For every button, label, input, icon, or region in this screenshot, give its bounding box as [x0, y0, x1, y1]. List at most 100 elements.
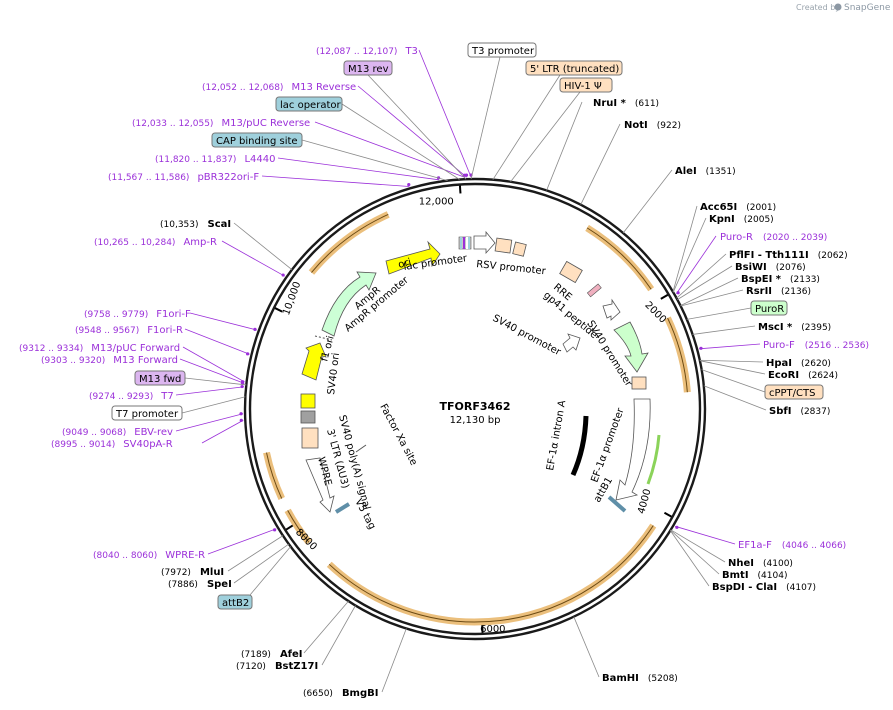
label-leader: [672, 205, 698, 292]
rsv-promoter-arrow: [473, 230, 496, 255]
feature-label-sv40-ori: SV40 ori: [326, 352, 342, 395]
enzyme-bsiwi: BsiWI(2076): [735, 262, 806, 273]
inner-feature-labels: ori lac promoter RSV promoter AmpR AmpR …: [315, 253, 634, 531]
label-leader: [179, 358, 245, 384]
orf-band-core: [311, 214, 389, 273]
primer-site-mark: [407, 182, 411, 187]
primer-puro-f: Puro-F(2516 .. 2536): [763, 340, 869, 351]
box-cap-site-text: CAP binding site: [216, 136, 298, 147]
primer-site-mark: [240, 381, 245, 385]
inner-feature-shapes: [300, 230, 661, 514]
enzyme-noti: NotI(922): [624, 120, 681, 131]
credit-prefix: Created by: [796, 3, 840, 12]
label-leader: [510, 91, 581, 183]
label-leader: [261, 175, 410, 187]
label-leader: [670, 529, 726, 563]
rre-block: [559, 260, 583, 284]
label-leader: [492, 74, 561, 180]
primer-ef1a-f: EF1a-F(4046 .. 4066): [738, 540, 846, 551]
primer-pbr322ori-f: (11,567 .. 11,586)pBR322ori-F: [108, 172, 259, 183]
label-leader: [367, 74, 467, 180]
primer-site-mark: [245, 352, 250, 356]
cppt-block: [631, 376, 647, 390]
primer-ebv-rev: (9049 .. 9068)EBV-rev: [62, 427, 173, 438]
primer-site-mark: [239, 412, 243, 416]
label-leader: [418, 49, 472, 178]
enzyme-nhei: NheI(4100): [728, 558, 793, 569]
box-t3-promoter-text: T3 promoter: [471, 46, 535, 57]
sv40-promoter-arrow-inner: [562, 333, 581, 353]
scale-ticks: [274, 185, 672, 633]
primer-amp-r: (10,265 .. 10,284)Amp-R: [94, 237, 217, 248]
box-attb2-text: attB2: [222, 598, 249, 609]
label-leader: [341, 103, 460, 180]
label-leader: [670, 529, 720, 575]
sv40-ori-block: [300, 393, 316, 409]
scale-tick-label: 12,000: [419, 196, 454, 207]
enzyme-clai: BspDI - ClaI(4107): [712, 582, 816, 593]
label-leader: [672, 217, 707, 293]
scale-tick-label: 8000: [293, 527, 319, 553]
ori-arrow: [385, 240, 441, 275]
enzyme-mlui: (7972)MluI: [161, 567, 224, 578]
feature-label-v5: V5 tag: [352, 497, 377, 531]
primer-labels: (12,087 .. 12,107)T3 (12,052 .. 12,068)M…: [19, 46, 869, 561]
factor-xa-mark: [355, 444, 367, 453]
enzyme-bstz17i: (7120)BstZ17I: [236, 661, 318, 672]
puror-arrow: [613, 321, 649, 373]
label-leader: [233, 222, 293, 271]
label-leader: [321, 605, 356, 666]
box-cap-site: [211, 132, 303, 148]
backbone-inner-ring: [248, 182, 702, 636]
primer-wpre-r: (8040 .. 8060)WPRE-R: [93, 550, 205, 561]
primer-site-mark: [273, 528, 277, 532]
t3-stripe: [466, 237, 468, 249]
feature-label-ef1a-intron: EF-1α intron A: [545, 399, 568, 471]
snapgene-credit: Created by SnapGene: [796, 3, 891, 13]
ef1a-promoter-arrow: [615, 398, 651, 501]
scale-tick-label: 10,000: [281, 280, 303, 317]
gp41-block: [586, 283, 602, 298]
label-leader: [175, 386, 245, 396]
enzyme-acc65i: Acc65I(2001): [700, 202, 776, 213]
label-leader: [381, 628, 407, 693]
label-leader: [677, 265, 733, 300]
f1-ori-arrow: [301, 342, 327, 381]
label-leader: [357, 85, 467, 178]
primer-f1ori-f: (9758 .. 9779)F1ori-F: [84, 309, 191, 320]
label-leader: [314, 121, 465, 178]
label-leader: [470, 56, 501, 180]
box-t7-promoter-text: T7 promoter: [115, 409, 179, 420]
primer-m13-puc-forward: (9312 .. 9334)M13/pUC Forward: [19, 343, 180, 354]
enzyme-spei: (7886)SpeI: [168, 579, 232, 590]
label-leader: [676, 235, 717, 294]
scale-tick: [458, 185, 462, 194]
box-hiv-psi-text: HIV-1 Ψ: [564, 81, 602, 92]
label-leader: [573, 616, 600, 678]
label-leader: [182, 346, 245, 383]
primer-site-mark: [239, 418, 243, 422]
enzyme-ecori: EcoRI(2624): [768, 370, 838, 381]
box-m13-rev: [343, 60, 393, 76]
label-leader: [680, 289, 744, 307]
box-m13-fwd: [134, 370, 186, 386]
primer-site-mark: [240, 384, 244, 389]
label-leader: [249, 546, 291, 596]
box-lac-operator: [275, 96, 343, 112]
label-leader: [301, 139, 448, 182]
label-leader: [277, 157, 439, 181]
label-leader: [699, 360, 766, 375]
scale-tick: [660, 293, 669, 300]
plasmid-size: 12,130 bp: [450, 415, 501, 426]
sv40-promoter-arrow-outer: [602, 298, 621, 321]
primer-site-mark: [462, 173, 467, 177]
ltr-5-block: [494, 237, 513, 254]
plasmid-name: TFORF3462: [440, 400, 511, 413]
label-leader: [181, 396, 246, 414]
primer-site-mark: [699, 346, 703, 350]
enzyme-hpai: HpaI(2620): [766, 358, 831, 369]
enzyme-sbfi: SbfI(2837): [769, 406, 830, 417]
label-leader: [175, 413, 244, 432]
enzyme-bmti: BmtI(4104): [722, 570, 787, 581]
box-attb2: [217, 594, 253, 610]
